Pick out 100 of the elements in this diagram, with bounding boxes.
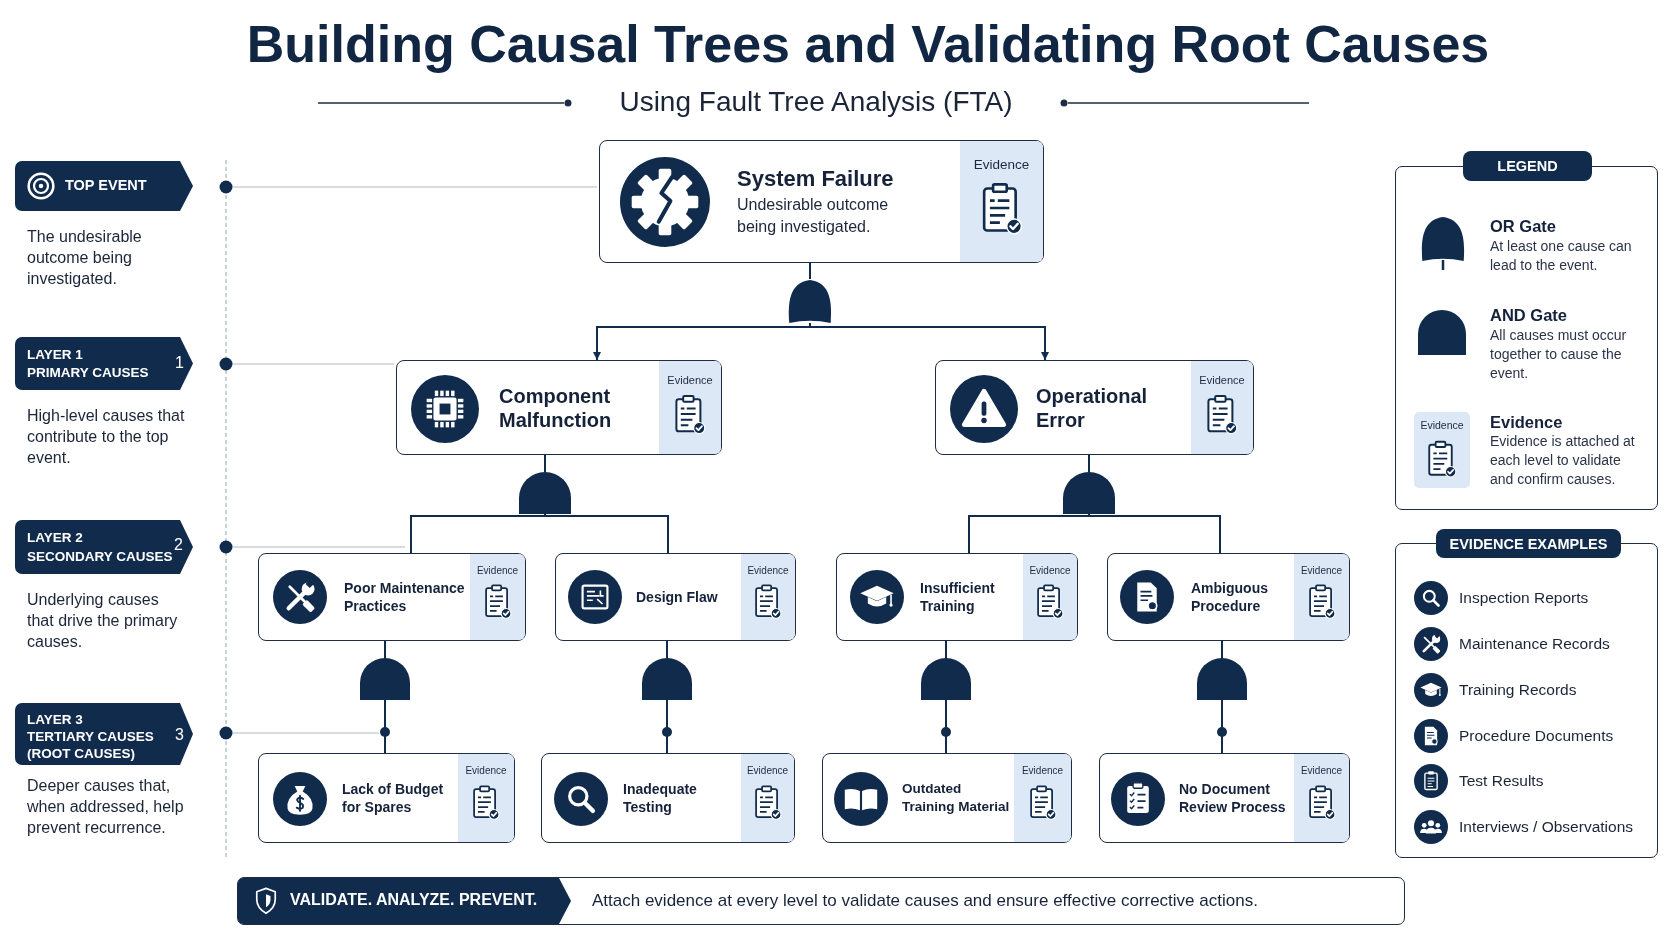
level-tag-label: LAYER 3 [27,711,83,728]
cause-title: Outdated Training Material [902,780,1011,816]
legend-label: AND Gate [1490,305,1567,325]
legend-label: Evidence [1490,412,1563,432]
and-gate-symbol [642,658,692,700]
cause-box [1099,753,1350,843]
and-gate-symbol [1197,658,1247,700]
evidence-panel [741,754,794,842]
evidence-panel [1023,554,1077,640]
evidence-label: Evidence [476,565,519,577]
and-gate-symbol [921,658,971,700]
connector-line [384,640,386,659]
connector-line [1221,640,1223,659]
banner-slogan: VALIDATE. ANALYZE. PREVENT. [290,890,538,910]
connector-line [945,699,947,754]
legend-description: Evidence is attached at each level to validate and confirm causes. [1490,432,1636,489]
or-gate-symbol [787,279,833,323]
evidence-label: Evidence [747,565,789,577]
legend-description: All causes must occur together to cause the event. [1490,326,1628,383]
and-gate-symbol [519,472,571,514]
level-tag-label: LAYER 1 [27,346,83,363]
diagram-title: Building Causal Trees and Validating Root Causes [245,14,1491,74]
level-number: 3 [175,726,184,744]
level-tag-label: TOP EVENT [65,177,147,194]
cause-title: Operational Error [1036,383,1149,432]
list-item-text: Interviews / Observations [1459,817,1633,837]
cause-title: Insufficient Training [920,579,996,615]
evidence-panel [659,361,721,454]
connector-line [544,513,669,554]
level-tag [15,520,193,574]
connector-line [1221,699,1223,754]
list-item-text: Procedure Documents [1459,726,1614,746]
level-tag-label: LAYER 2 [27,529,83,546]
banner-text: Attach evidence at every level to validate causes and ensure effective corrective actions. [592,890,1258,911]
cause-title: Design Flaw [636,588,718,606]
evidence-sample [1414,412,1470,488]
cause-title: System Failure [737,165,894,192]
connector-line [945,640,947,659]
cause-title: Poor Maintenance Practices [344,579,466,615]
banner [237,877,1405,925]
level-description: High-level causes that contribute to the top event. [27,406,186,468]
cause-box [822,753,1072,843]
cause-box [1107,553,1350,641]
connector-line [384,699,386,754]
level-description: The undesirable outcome being investigated. [27,227,143,289]
cause-box [935,360,1254,455]
list-item-text: Test Results [1459,771,1544,791]
connector-line [410,513,546,554]
cause-box [541,753,795,843]
cause-title: Ambiguous Procedure [1191,579,1269,615]
cause-box [555,553,796,641]
level-tag [15,703,193,765]
evidence-panel [1294,554,1349,640]
connector-line [544,454,546,473]
cause-box [396,360,722,455]
level-tag-label: TERTIARY CAUSES (ROOT CAUSES) [27,728,155,762]
cause-title: Component Malfunction [499,383,613,432]
panel-heading: EVIDENCE EXAMPLES [1436,529,1621,558]
evidence-label: Evidence [746,765,789,777]
subtitle: Using Fault Tree Analysis (FTA) [618,86,1014,118]
cause-title: Lack of Budget for Spares [342,780,445,816]
evidence-label: Evidence [667,374,713,387]
cause-description: Undesirable outcome being investigated. [737,195,890,237]
evidence-label: Evidence [1021,765,1064,777]
connector-line [1088,454,1090,473]
cause-title: No Document Review Process [1179,780,1287,816]
legend-heading: LEGEND [1463,151,1592,181]
evidence-panel [960,141,1043,262]
evidence-panel [741,554,795,640]
evidence-panel [458,754,514,842]
evidence-panel [1191,361,1253,454]
connector-line [1088,513,1221,554]
and-gate-symbol [360,658,410,700]
level-description: Underlying causes that drive the primary causes. [27,590,179,652]
evidence-label: Evidence [1300,765,1343,777]
cause-title: Inadequate Testing [623,780,698,816]
top-event-box [599,140,1044,263]
level-number: 1 [175,354,184,372]
evidence-label: Evidence [1029,565,1071,577]
connector-line [666,699,668,754]
evidence-label: Evidence [465,765,507,777]
level-description: Deeper causes that, when addressed, help prevent recurrence. [27,776,185,838]
list-item-text: Maintenance Records [1459,634,1610,654]
level-tag [15,337,193,390]
legend-label: OR Gate [1490,216,1557,236]
level-tag-label: PRIMARY CAUSES [27,364,149,381]
cause-box [258,753,515,843]
level-tag-label: SECONDARY CAUSES [27,548,173,565]
evidence-label: Evidence [1199,374,1245,387]
and-gate-symbol [1063,472,1115,514]
level-tag [15,161,193,211]
connector-line [666,640,668,659]
evidence-label: Evidence [1420,419,1464,432]
level-number: 2 [174,536,183,554]
list-item-text: Inspection Reports [1459,588,1589,608]
connector-line [809,262,811,280]
evidence-label: Evidence [973,157,1030,173]
evidence-panel [470,554,525,640]
evidence-panel [1294,754,1349,842]
connector-line [968,513,1090,554]
